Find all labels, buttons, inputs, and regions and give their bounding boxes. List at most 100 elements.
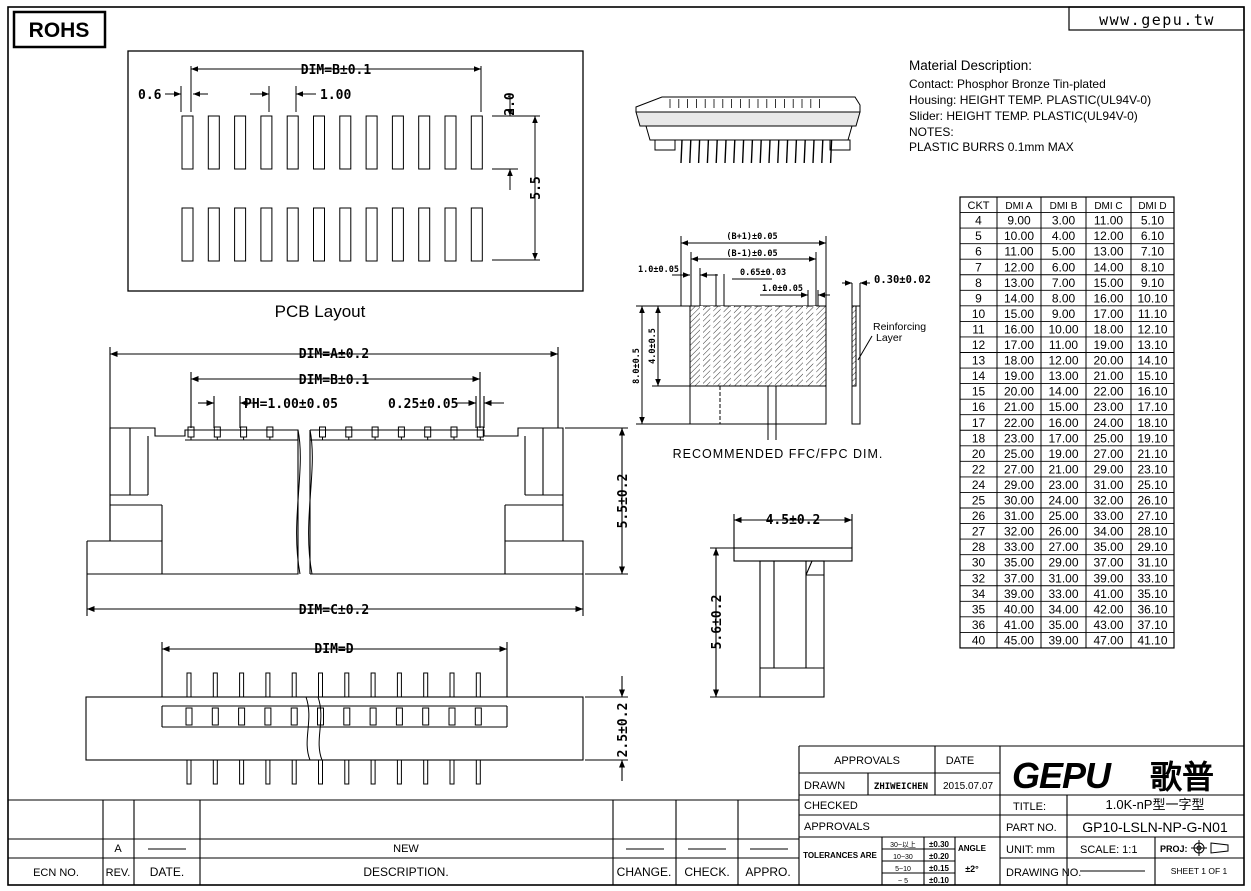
pcb-pad-bottom bbox=[286, 207, 299, 262]
table-cell: 33.10 bbox=[1137, 571, 1167, 585]
table-cell: 21.00 bbox=[1004, 400, 1034, 414]
svg-text:ROHS: ROHS bbox=[29, 19, 90, 42]
table-cell: 16.00 bbox=[1048, 416, 1078, 430]
table-cell: 36 bbox=[972, 618, 986, 632]
table-cell: 39.00 bbox=[1004, 587, 1034, 601]
table-cell: 27.00 bbox=[1048, 540, 1078, 554]
table-cell: 39.00 bbox=[1048, 633, 1078, 647]
table-border bbox=[959, 196, 1175, 649]
table-cell: 10.10 bbox=[1137, 291, 1167, 305]
table-cell: 9 bbox=[975, 291, 982, 305]
table-cell: 21.10 bbox=[1137, 447, 1167, 461]
svg-text:0.65±0.03: 0.65±0.03 bbox=[740, 268, 786, 278]
pcb-pad-bottom bbox=[313, 207, 325, 262]
table-cell: 13.00 bbox=[1048, 369, 1078, 383]
table-cell: 36.10 bbox=[1137, 602, 1167, 616]
front-pin bbox=[345, 426, 353, 438]
ffc-conductor-gaps bbox=[700, 306, 817, 386]
table-cell: 19.00 bbox=[1004, 369, 1034, 383]
bottom-pin-body bbox=[290, 707, 298, 726]
drawing-border bbox=[7, 6, 1245, 886]
front-pin bbox=[476, 426, 484, 438]
table-cell: 29.00 bbox=[1004, 478, 1034, 492]
table-cell: 7 bbox=[975, 260, 982, 274]
table-cell: 20.00 bbox=[1004, 385, 1034, 399]
table-cell: 35.00 bbox=[1048, 618, 1078, 632]
table-cell: 12 bbox=[972, 338, 986, 352]
table-header: DMI D bbox=[1138, 201, 1166, 212]
bottom-pin-top bbox=[239, 672, 245, 698]
ffc-caption: RECOMMENDED FFC/FPC DIM. bbox=[673, 447, 884, 461]
bottom-pin-body bbox=[395, 707, 403, 726]
bottom-pin-bottom bbox=[239, 759, 245, 785]
table-cell: 33.00 bbox=[1048, 587, 1078, 601]
svg-text:Reinforcing: Reinforcing bbox=[873, 321, 926, 333]
table-cell: 31.00 bbox=[1004, 509, 1034, 523]
title-block bbox=[798, 745, 1244, 885]
svg-text:±2°: ±2° bbox=[965, 864, 979, 874]
table-cell: 27.00 bbox=[1004, 462, 1034, 476]
pcb-pad-top bbox=[181, 115, 194, 170]
bottom-pin-body bbox=[238, 707, 246, 726]
table-cell: 31.00 bbox=[1048, 571, 1078, 585]
iso-pin bbox=[777, 139, 780, 164]
bottom-pin-body bbox=[317, 707, 324, 726]
material-description: Material Description: Contact: Phosphor … bbox=[909, 58, 1151, 154]
iso-comb bbox=[669, 99, 820, 108]
drawn-date: 2015.07.07 bbox=[943, 781, 993, 792]
iso-view bbox=[635, 96, 861, 164]
pcb-pitch: 1.00 bbox=[320, 88, 351, 103]
bottom-pin-top bbox=[396, 672, 402, 698]
svg-text:ECN NO.: ECN NO. bbox=[33, 867, 79, 879]
svg-text:4.5±0.2: 4.5±0.2 bbox=[766, 513, 821, 528]
table-header: CKT bbox=[968, 200, 990, 212]
svg-text:GEPU: GEPU bbox=[1012, 755, 1112, 796]
svg-text:PROJ:: PROJ: bbox=[1160, 844, 1188, 854]
pcb-pad-bottom bbox=[418, 207, 431, 262]
bottom-pin-bottom bbox=[291, 759, 297, 785]
svg-text:(B-1)±0.05: (B-1)±0.05 bbox=[726, 249, 777, 259]
bottom-pin-top bbox=[344, 672, 350, 698]
svg-text:TOLERANCES ARE: TOLERANCES ARE bbox=[803, 851, 877, 860]
table-cell: 25.10 bbox=[1137, 478, 1167, 492]
ffc-gap bbox=[741, 306, 745, 386]
pcb-pad-bottom bbox=[470, 207, 483, 262]
table-cell: 12.00 bbox=[1048, 354, 1078, 368]
table-cell: 27.10 bbox=[1137, 509, 1167, 523]
iso-pin bbox=[768, 139, 771, 164]
pcb-pad-top bbox=[260, 115, 273, 170]
table-cell: 19.00 bbox=[1048, 447, 1078, 461]
table-cell: 26.00 bbox=[1048, 525, 1078, 539]
table-cell: 28 bbox=[972, 540, 986, 554]
bottom-pin-top bbox=[265, 672, 271, 698]
svg-text:8.0±0.5: 8.0±0.5 bbox=[632, 348, 642, 384]
front-pin bbox=[240, 426, 248, 438]
svg-text:PLASTIC BURRS 0.1mm MAX: PLASTIC BURRS 0.1mm MAX bbox=[909, 140, 1074, 154]
front-pin bbox=[319, 426, 326, 438]
pcb-pad-top bbox=[391, 115, 404, 170]
svg-text:Layer: Layer bbox=[876, 332, 903, 344]
table-cell: 9.00 bbox=[1052, 307, 1076, 321]
table-cell: 27 bbox=[972, 525, 986, 539]
table-cell: 37.00 bbox=[1004, 571, 1034, 585]
iso-pin bbox=[812, 139, 815, 164]
table-cell: 22.00 bbox=[1004, 416, 1034, 430]
iso-pin bbox=[785, 139, 789, 164]
table-cell: 7.10 bbox=[1141, 245, 1165, 259]
svg-text:APPROVALS: APPROVALS bbox=[804, 821, 870, 833]
pcb-pad-top bbox=[418, 115, 431, 170]
table-cell: 17.00 bbox=[1048, 431, 1078, 445]
gepu-logo: GEPU 歌普 bbox=[1012, 755, 1214, 796]
front-pin bbox=[266, 426, 274, 438]
table-header: DMI B bbox=[1050, 201, 1078, 212]
svg-text:DIM=C±0.2: DIM=C±0.2 bbox=[299, 603, 369, 618]
ffc-gap bbox=[813, 306, 817, 386]
svg-text:DATE.: DATE. bbox=[150, 865, 184, 879]
svg-text:CHANGE.: CHANGE. bbox=[617, 865, 672, 879]
bottom-pin-bottom bbox=[212, 759, 218, 785]
svg-text:CHECK.: CHECK. bbox=[684, 865, 729, 879]
bottom-view bbox=[85, 642, 628, 785]
pcb-pad-width: 0.6 bbox=[138, 88, 162, 103]
table-cell: 14.00 bbox=[1048, 385, 1078, 399]
